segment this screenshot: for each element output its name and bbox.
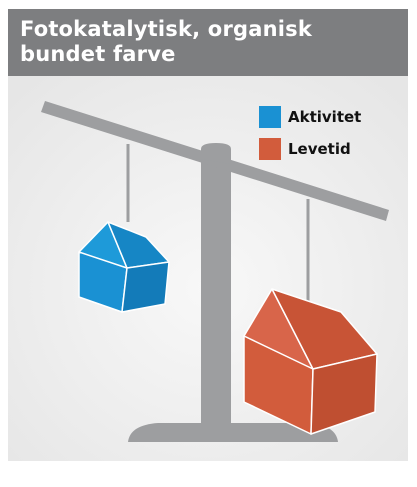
scale-post	[201, 149, 231, 427]
legend-swatch-blue	[259, 106, 281, 128]
title-bar: Fotokatalytisk, organisk bundet farve	[8, 9, 408, 76]
title-line-1: Fotokatalytisk, organisk	[20, 17, 313, 41]
legend-item-aktivitet: Aktivitet	[259, 105, 379, 129]
legend-label: Levetid	[288, 140, 351, 158]
legend: Aktivitet Levetid	[259, 105, 379, 169]
figure-title: Fotokatalytisk, organisk bundet farve	[20, 17, 312, 67]
balance-scale-illustration	[8, 76, 408, 461]
legend-swatch-orange	[259, 138, 281, 160]
house-aktivitet	[78, 221, 170, 313]
legend-item-levetid: Levetid	[259, 137, 379, 161]
scale-pivot	[201, 143, 231, 164]
scale-base	[128, 423, 338, 442]
legend-label: Aktivitet	[288, 108, 362, 126]
figure-panel: Fotokatalytisk, organisk bundet farve	[8, 9, 408, 461]
title-line-2: bundet farve	[20, 42, 176, 66]
house-levetid	[243, 288, 378, 435]
